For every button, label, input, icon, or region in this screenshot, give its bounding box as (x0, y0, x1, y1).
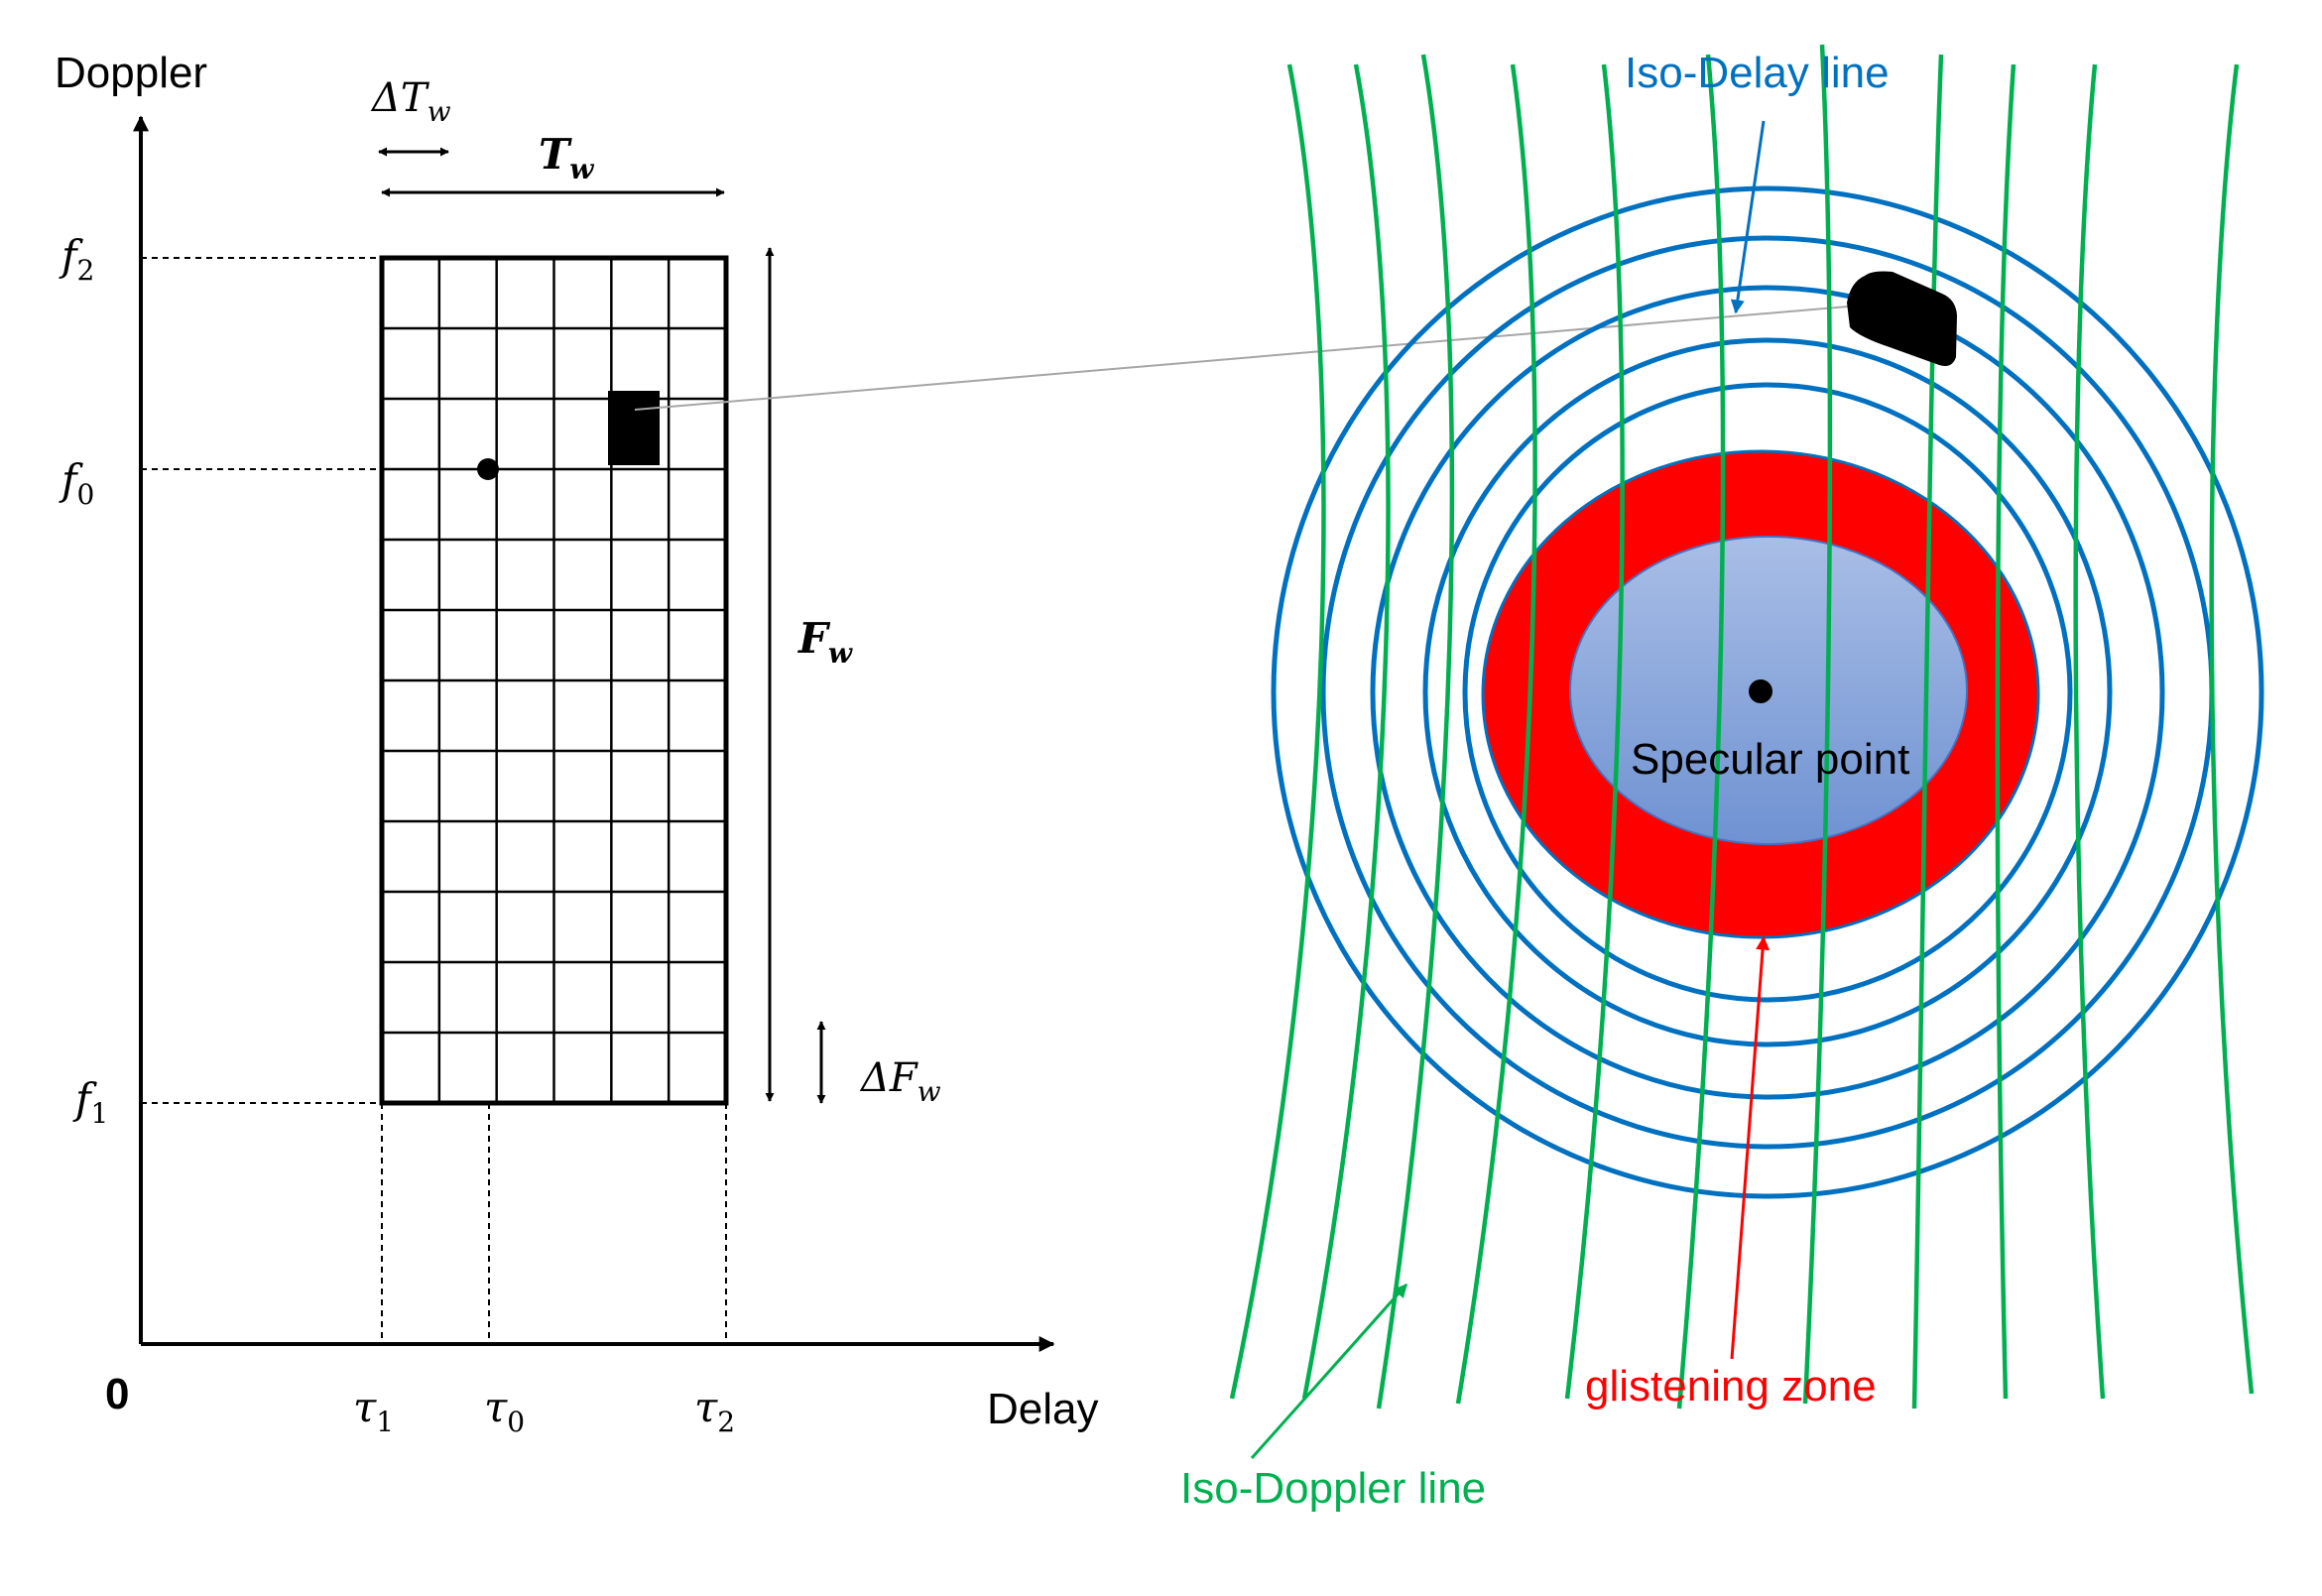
tw-label: Tw (539, 130, 594, 185)
f2-label: f2 (59, 231, 94, 287)
delay-doppler-map: Doppler Delay 0 f2 f0 f1 τ1 τ0 τ2 ΔTw (55, 49, 1099, 1438)
origin-label: 0 (105, 1370, 129, 1418)
f1-label: f1 (72, 1074, 108, 1130)
iso-doppler-lines (1229, 44, 2255, 1410)
tau1-label: τ1 (353, 1383, 394, 1438)
iso-delay-pointer (1730, 120, 1766, 314)
specular-point-dot (1749, 679, 1772, 703)
specular-point-label: Specular point (1631, 735, 1909, 784)
highlighted-patch (1847, 271, 1957, 366)
highlighted-cell (608, 391, 660, 465)
y-axis-label: Doppler (55, 49, 207, 97)
delta-fw-label: ΔFw (859, 1055, 941, 1108)
glistening-pointer (1730, 935, 1771, 1360)
delta-tw-label: ΔTw (370, 75, 451, 128)
iso-doppler-pointer (1250, 1283, 1408, 1459)
f0-label: f0 (59, 455, 94, 511)
center-point (477, 458, 499, 480)
surface-geometry: Specular point Iso-Delay line glistening… (1180, 44, 2264, 1513)
fw-label: Fw (797, 614, 853, 670)
delay-doppler-grid (379, 255, 729, 1106)
iso-doppler-label: Iso-Doppler line (1180, 1464, 1486, 1513)
connector-line (634, 302, 1895, 411)
glistening-zone-label: glistening zone (1585, 1362, 1877, 1411)
dashed-guides (141, 257, 727, 1344)
tau2-label: τ2 (694, 1383, 735, 1438)
x-axis-label: Delay (987, 1385, 1099, 1433)
iso-delay-label: Iso-Delay line (1625, 49, 1890, 97)
tau0-label: τ0 (484, 1383, 525, 1438)
